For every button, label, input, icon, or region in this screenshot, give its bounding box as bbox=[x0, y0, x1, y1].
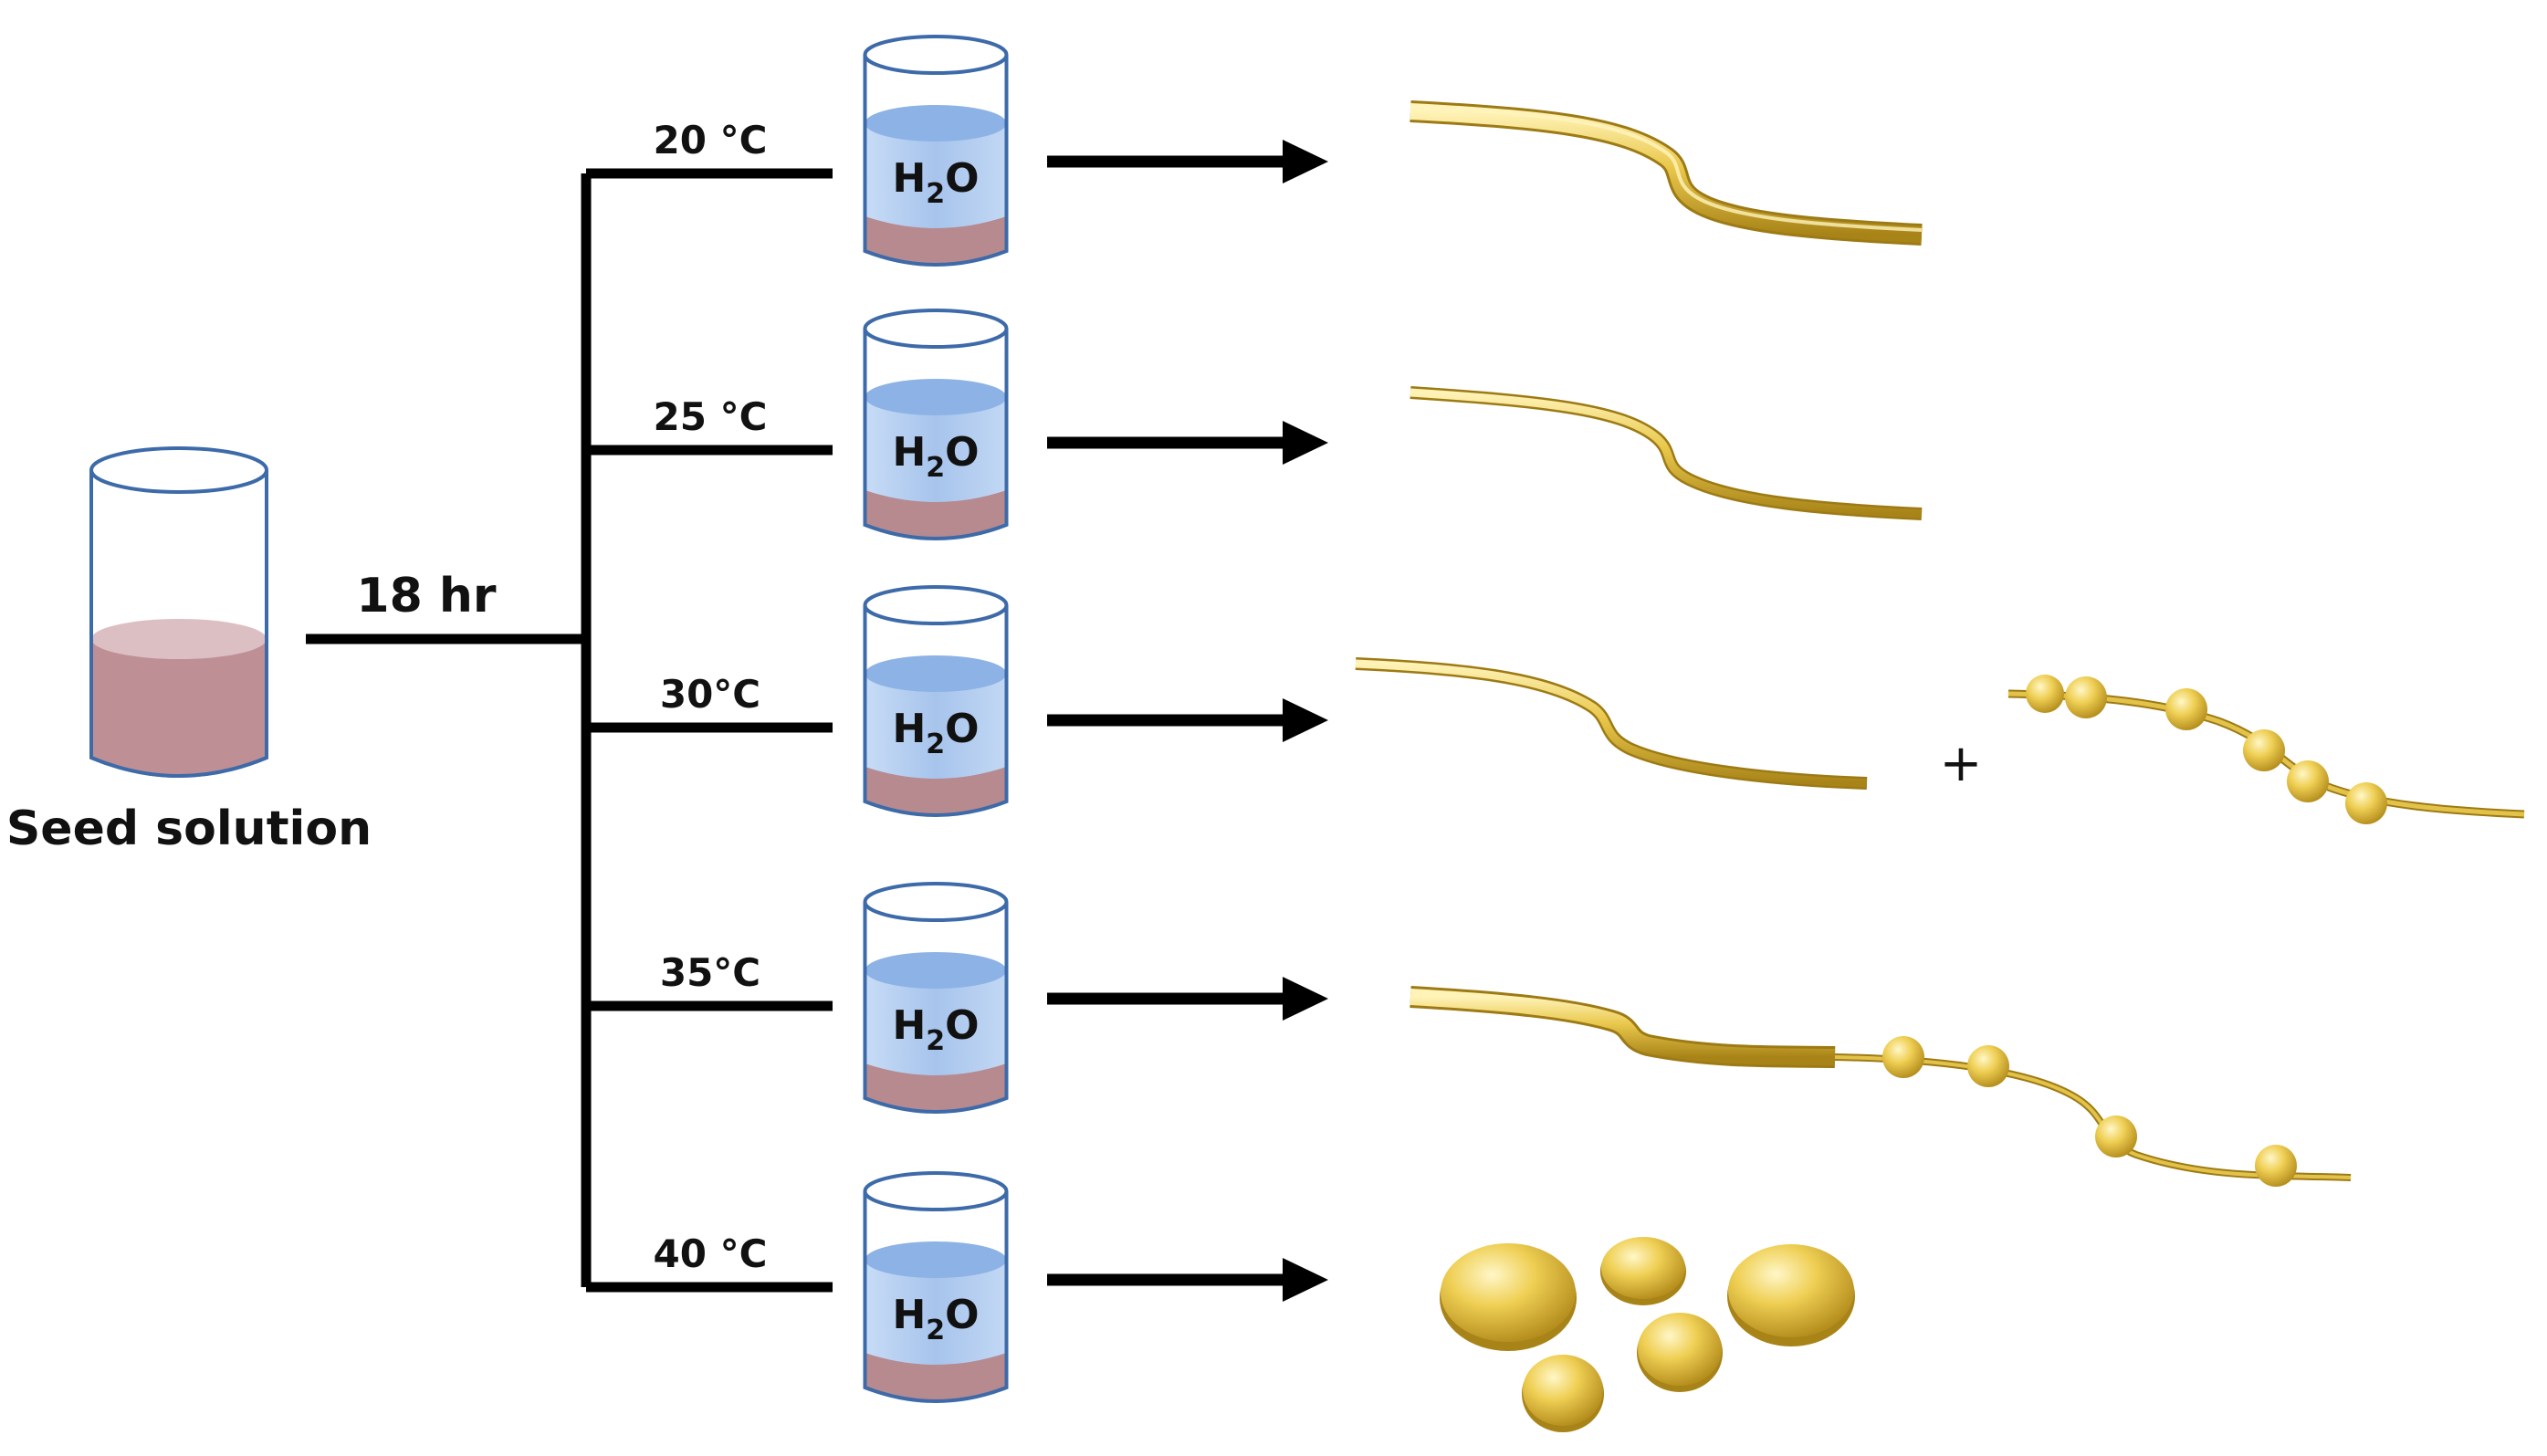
temperature-label: 20 °C bbox=[654, 118, 768, 162]
bead bbox=[2345, 782, 2387, 824]
seed-beaker bbox=[89, 446, 268, 778]
bead bbox=[2287, 760, 2329, 802]
temperature-label: 35°C bbox=[660, 950, 760, 995]
product-nanowire-30 bbox=[1355, 657, 1868, 790]
bead bbox=[1967, 1045, 2009, 1087]
temperature-label: 40 °C bbox=[654, 1231, 768, 1276]
arrow bbox=[1047, 421, 1328, 465]
h2o-label: H2O bbox=[892, 155, 979, 210]
arrow bbox=[1047, 698, 1328, 742]
arrow bbox=[1047, 140, 1328, 183]
water-beaker: H2O bbox=[863, 1171, 1009, 1403]
temperature-row: 25 °C H2O bbox=[586, 309, 1328, 540]
product-particles-40 bbox=[1440, 1237, 1855, 1432]
water-beaker: H2O bbox=[863, 309, 1009, 540]
product-partially-beaded-nanowire-35 bbox=[1410, 986, 2352, 1187]
product-nanowire-20 bbox=[1410, 100, 1923, 246]
water-beaker: H2O bbox=[863, 35, 1009, 267]
product-beaded-nanowire-30 bbox=[2007, 675, 2525, 824]
h2o-label: H2O bbox=[892, 1002, 979, 1057]
temperature-row: 20 °C H2O bbox=[586, 35, 1328, 267]
bead bbox=[2255, 1145, 2297, 1187]
arrow bbox=[1047, 977, 1328, 1021]
product-nanowire-25 bbox=[1410, 386, 1923, 520]
arrow bbox=[1047, 1258, 1328, 1302]
h2o-label: H2O bbox=[892, 706, 979, 760]
bead bbox=[2026, 675, 2064, 713]
water-beaker: H2O bbox=[863, 585, 1009, 817]
bead bbox=[2165, 688, 2207, 730]
seed-solution-label: Seed solution bbox=[6, 801, 372, 856]
bead bbox=[2065, 676, 2107, 718]
bead bbox=[2243, 729, 2285, 771]
temperature-label: 25 °C bbox=[654, 394, 768, 439]
temperature-rows: 20 °C H2O 25 °C H2O 30°C H2O 35°C H2O 40 °C H2O bbox=[586, 35, 1328, 1403]
temperature-label: 30°C bbox=[660, 672, 760, 717]
temperature-row: 30°C H2O bbox=[586, 585, 1328, 817]
time-label: 18 hr bbox=[356, 569, 496, 623]
h2o-label: H2O bbox=[892, 429, 979, 484]
bead bbox=[2095, 1116, 2137, 1157]
temperature-row: 35°C H2O bbox=[586, 882, 1328, 1114]
temperature-row: 40 °C H2O bbox=[586, 1171, 1328, 1403]
plus-sign: + bbox=[1940, 734, 1983, 793]
h2o-label: H2O bbox=[892, 1292, 979, 1346]
water-beaker: H2O bbox=[863, 882, 1009, 1114]
bead bbox=[1882, 1036, 1924, 1078]
